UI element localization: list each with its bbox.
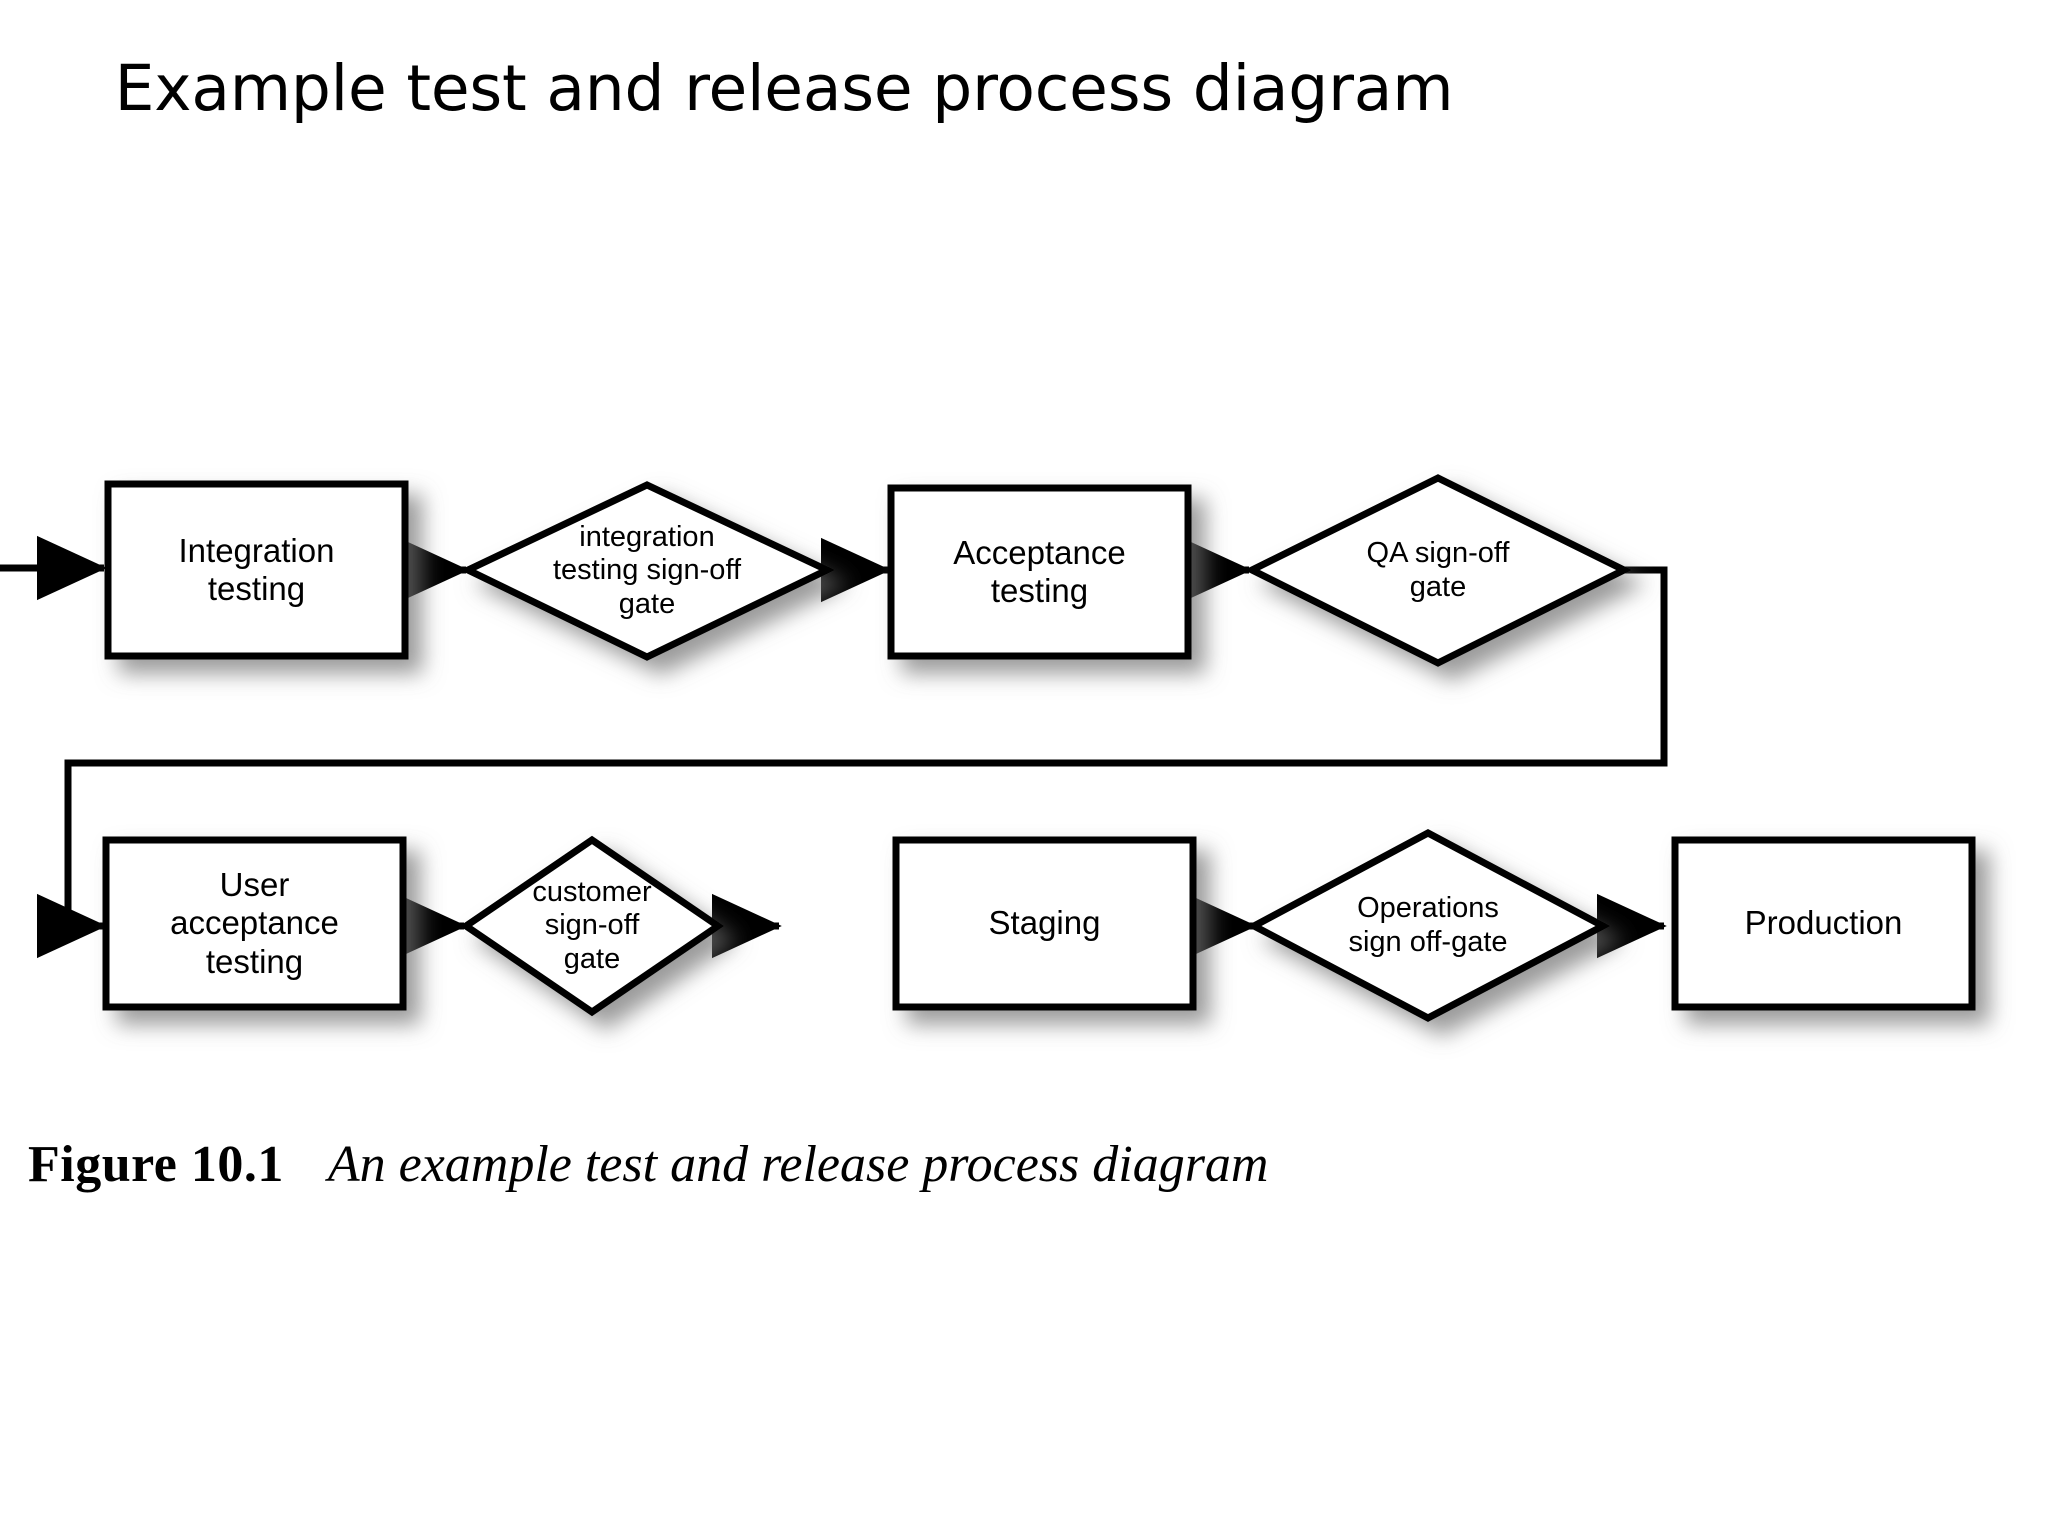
node-customer-sign-off-gate[interactable] bbox=[459, 835, 725, 1017]
node-staging[interactable] bbox=[892, 836, 1197, 1011]
connector-lines bbox=[0, 535, 1668, 959]
node-acceptance-testing[interactable] bbox=[887, 484, 1192, 660]
edge-qa-gate-to-user-acceptance-testing bbox=[36, 566, 1668, 959]
node-integration-gate[interactable] bbox=[459, 481, 836, 661]
figure-number: Figure 10.1 bbox=[28, 1136, 284, 1193]
figure-caption-text: An example test and release process diag… bbox=[327, 1136, 1269, 1193]
node-qa-sign-off-gate[interactable] bbox=[1244, 474, 1632, 667]
page-title-text: Example test and release process diagram bbox=[114, 52, 1454, 125]
node-integration-testing[interactable] bbox=[104, 480, 409, 660]
figure-caption: Figure 10.1 An example test and release p… bbox=[28, 1135, 1268, 1194]
node-production[interactable] bbox=[1671, 836, 1976, 1011]
node-operations-sign-off-gate[interactable] bbox=[1246, 829, 1611, 1022]
node-user-acceptance-testing[interactable] bbox=[102, 836, 407, 1011]
diagram-shapes bbox=[102, 474, 1976, 1022]
page-title: Example test and release process diagram bbox=[0, 52, 2048, 125]
